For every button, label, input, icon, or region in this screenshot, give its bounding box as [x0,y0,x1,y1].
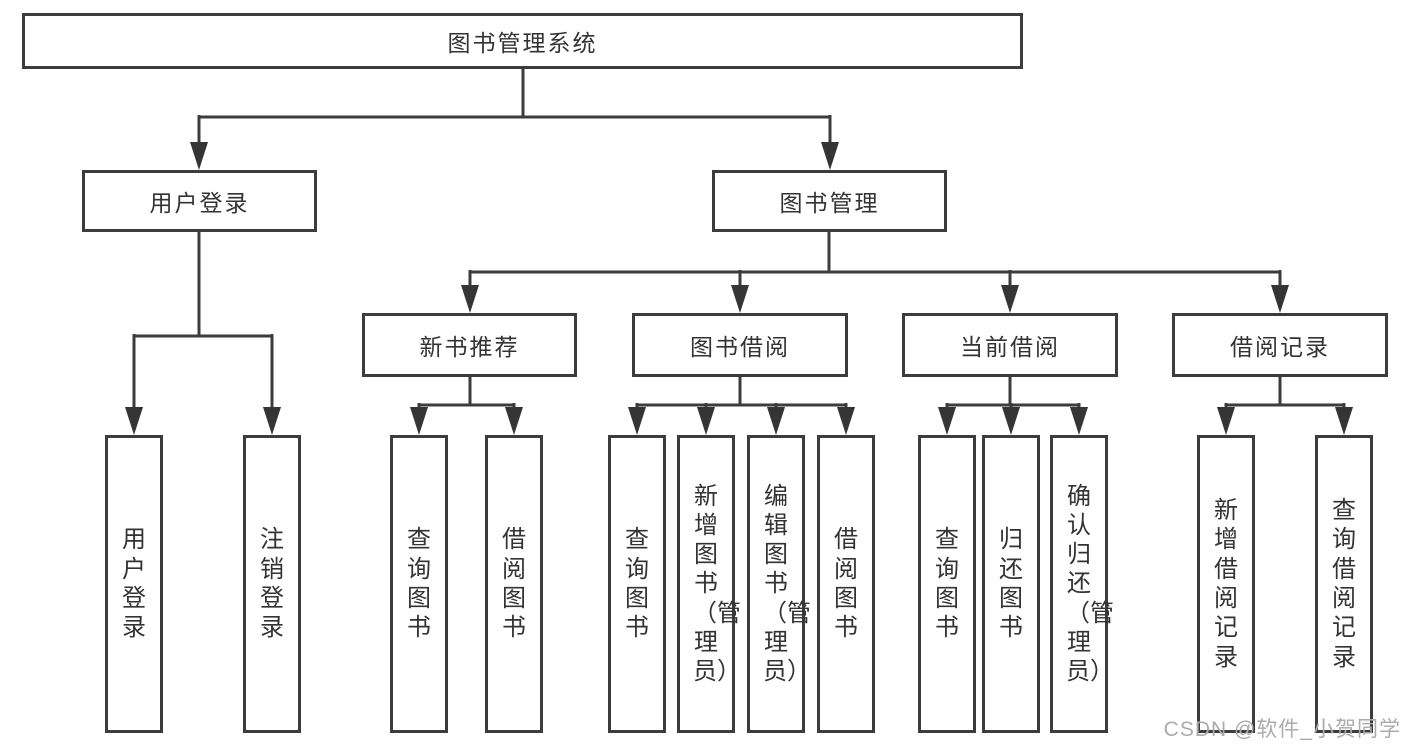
leaf-logout-label: 注销登录 [260,526,284,642]
leaf-query-book-3: 查询图书 [918,435,976,733]
node-current-borrow-label: 当前借阅 [960,334,1060,360]
leaf-borrow-book-1-label: 借阅图书 [502,526,526,642]
node-book-management-label: 图书管理 [779,190,880,216]
leaf-query-book-1: 查询图书 [390,435,448,733]
leaf-add-borrow-record-label: 新增借阅记录 [1214,497,1238,671]
leaf-return-book: 归还图书 [982,435,1040,733]
leaf-query-book-1-label: 查询图书 [407,526,431,642]
leaf-user-login-label: 用户登录 [122,526,146,642]
leaf-add-book-admin: 新增图书（管理员） [677,435,741,733]
leaf-borrow-book-2-label: 借阅图书 [834,526,858,642]
leaf-edit-book-admin-label: 编辑图书（管理员） [763,482,811,686]
node-new-book-recommend: 新书推荐 [362,313,577,377]
node-root-label: 图书管理系统 [447,30,598,56]
leaf-logout: 注销登录 [243,435,301,733]
node-current-borrow: 当前借阅 [902,313,1118,377]
leaf-query-book-2: 查询图书 [608,435,666,733]
node-user-login-label: 用户登录 [149,190,250,216]
leaf-borrow-book-2: 借阅图书 [817,435,875,733]
node-book-management: 图书管理 [712,170,947,232]
node-book-borrow-label: 图书借阅 [690,334,790,360]
leaf-user-login: 用户登录 [105,435,163,733]
node-book-borrow: 图书借阅 [632,313,848,377]
node-user-login: 用户登录 [82,170,317,232]
leaf-query-borrow-record: 查询借阅记录 [1315,435,1373,733]
leaf-add-borrow-record: 新增借阅记录 [1197,435,1255,733]
leaf-add-book-admin-label: 新增图书（管理员） [693,482,741,686]
leaf-confirm-return-admin-label: 确认归还（管理员） [1066,482,1114,686]
leaf-query-book-2-label: 查询图书 [625,526,649,642]
node-root: 图书管理系统 [22,13,1023,69]
node-new-book-recommend-label: 新书推荐 [419,334,520,360]
leaf-confirm-return-admin: 确认归还（管理员） [1050,435,1114,733]
node-borrow-records: 借阅记录 [1172,313,1388,377]
leaf-edit-book-admin: 编辑图书（管理员） [747,435,811,733]
node-borrow-records-label: 借阅记录 [1230,334,1330,360]
leaf-query-book-3-label: 查询图书 [935,526,959,642]
csdn-watermark: CSDN @软件_小贺同学 [1163,718,1401,741]
leaf-return-book-label: 归还图书 [999,526,1023,642]
leaf-query-borrow-record-label: 查询借阅记录 [1332,497,1356,671]
leaf-borrow-book-1: 借阅图书 [485,435,543,733]
